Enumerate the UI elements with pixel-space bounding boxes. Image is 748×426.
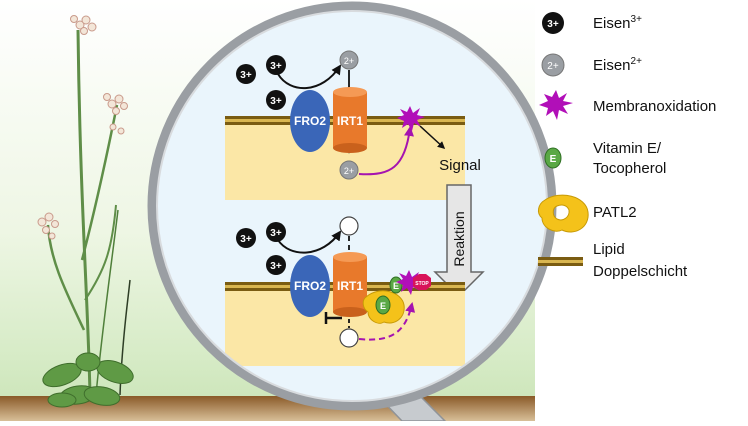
irt1-protein-bottom: IRT1: [333, 252, 367, 317]
signal-label: Signal: [439, 157, 481, 174]
legend-item-vitamin-e: E Vitamin E/ Tocopherol: [544, 140, 666, 177]
iron3-ion-bottom-a: 3+: [236, 228, 256, 248]
svg-text:2+: 2+: [344, 56, 354, 66]
legend: 3+ Eisen3+ 2+ Eisen2+ Membranoxidation E…: [537, 12, 716, 280]
svg-text:3+: 3+: [270, 228, 282, 239]
inhibition-bar: [324, 312, 342, 324]
signal-arrow: [419, 125, 446, 150]
iron3-icon: [542, 12, 564, 34]
scenario-bottom: FRO2 IRT1 E E STOP: [225, 216, 465, 366]
arabidopsis-plant: [37, 15, 134, 408]
fro2-label-top: FRO2: [294, 114, 326, 128]
svg-text:3+: 3+: [270, 261, 282, 272]
svg-text:3+: 3+: [547, 19, 559, 30]
oxidation-arrow-top: [358, 126, 414, 176]
irt1-label-bottom: IRT1: [337, 279, 363, 293]
svg-text:E: E: [393, 281, 399, 291]
oxidation-burst-icon: [539, 90, 573, 120]
scenario-top: FRO2 IRT1 3+ 3+ 3+ 2+: [225, 50, 481, 200]
legend-vitamin-e-line2: Tocopherol: [593, 160, 666, 177]
iron2-icon: [541, 53, 565, 77]
reaction-label: Reaktion: [451, 211, 467, 266]
fro2-protein-top: FRO2: [290, 90, 330, 152]
svg-text:E: E: [380, 301, 386, 311]
svg-text:3+: 3+: [270, 61, 282, 72]
svg-text:3+: 3+: [240, 70, 252, 81]
fro2-label-bottom: FRO2: [294, 279, 326, 293]
iron2-ion-top-out: 2+: [339, 50, 359, 70]
patl2-protein: E: [362, 290, 405, 324]
vitamin-e-membrane: E: [389, 276, 403, 294]
reduction-arrow-top: [277, 64, 342, 89]
legend-iron3-label: Eisen: [593, 15, 631, 32]
legend-item-lipid: Lipid Doppelschicht: [538, 241, 688, 280]
iron3-ion-bottom-b: 3+: [266, 222, 286, 242]
svg-text:E: E: [550, 154, 557, 165]
svg-text:Eisen3+: Eisen3+: [593, 14, 642, 32]
empty-ion-bottom-in: [339, 328, 359, 348]
legend-vitamin-e-line1: Vitamin E/: [593, 140, 662, 157]
legend-item-iron2: 2+ Eisen2+: [541, 53, 642, 77]
legend-item-oxidation: Membranoxidation: [539, 90, 716, 120]
reduction-arrow-bottom: [277, 230, 342, 254]
empty-ion-bottom-out: [339, 216, 359, 236]
vitamin-e-bound: [375, 295, 391, 315]
svg-text:2+: 2+: [547, 61, 559, 72]
stop-sign: STOP: [413, 274, 431, 290]
svg-text:2+: 2+: [344, 166, 354, 176]
oxidation-burst-top: [397, 106, 425, 131]
iron3-ion-top-b: 3+: [266, 55, 286, 75]
patl2-icon: [537, 194, 589, 233]
legend-oxidation-label: Membranoxidation: [593, 98, 716, 115]
iron2-ion-top-in: 2+: [339, 160, 359, 180]
iron3-ion-bottom-c: 3+: [266, 255, 286, 275]
legend-iron2-label: Eisen: [593, 57, 631, 74]
fro2-protein-bottom: FRO2: [290, 255, 330, 317]
legend-lipid-line1: Lipid: [593, 241, 625, 258]
svg-text:3+: 3+: [270, 96, 282, 107]
legend-lipid-line2: Doppelschicht: [593, 263, 688, 280]
legend-patl2-label: PATL2: [593, 204, 637, 221]
irt1-label-top: IRT1: [337, 114, 363, 128]
legend-item-patl2: PATL2: [537, 194, 637, 233]
reaction-arrow: Reaktion: [433, 184, 485, 298]
svg-text:3+: 3+: [240, 234, 252, 245]
svg-text:STOP: STOP: [415, 281, 429, 287]
irt1-protein-top: IRT1: [333, 87, 367, 153]
oxidation-arrow-bottom: [358, 302, 416, 341]
iron3-ion-top-a: 3+: [236, 64, 256, 84]
vitamin-e-icon: [544, 147, 562, 169]
svg-text:Eisen2+: Eisen2+: [593, 56, 642, 74]
iron3-ion-top-c: 3+: [266, 90, 286, 110]
legend-item-iron3: 3+ Eisen3+: [542, 12, 642, 34]
